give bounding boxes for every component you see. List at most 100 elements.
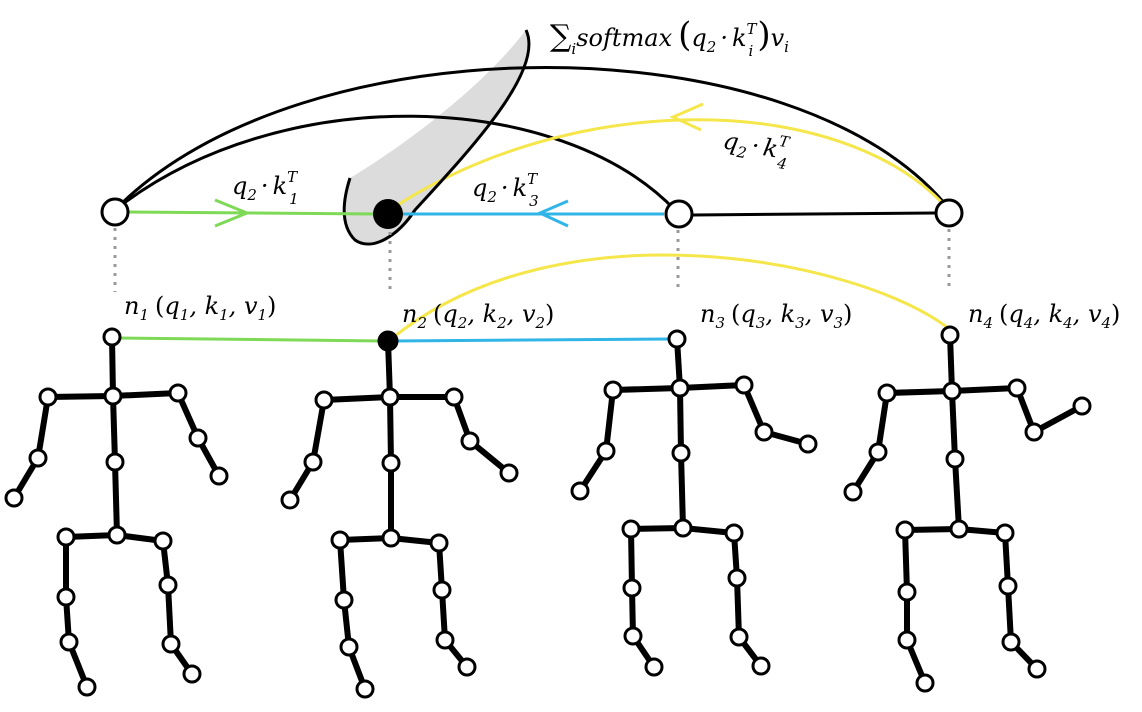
skeleton-joint	[56, 587, 76, 607]
skeleton-joint	[432, 580, 452, 600]
arc-yellow-n4-n2	[389, 118, 949, 212]
skeleton-joint	[182, 664, 202, 684]
skeleton-bone	[902, 527, 910, 595]
skeleton-joint	[897, 630, 917, 650]
skeleton-bone	[734, 575, 742, 640]
edge-blue-bottom	[391, 337, 671, 343]
skeleton-joint	[330, 530, 350, 550]
skeleton-2-head-node	[377, 330, 399, 352]
skeleton-joint	[670, 378, 690, 398]
skeleton-joint	[339, 637, 359, 657]
skeleton-bone	[678, 450, 686, 531]
skeleton-joint	[107, 525, 127, 545]
skeleton-bone	[109, 334, 116, 399]
skeleton-1-head-node	[102, 327, 122, 347]
edge-green-top	[126, 210, 377, 216]
dotted-guides	[113, 228, 951, 292]
skeleton-joint	[734, 375, 754, 395]
skeleton-joint	[153, 531, 173, 551]
skeleton-bone	[337, 537, 347, 603]
skeleton-bone	[610, 385, 683, 393]
skeleton-joint	[673, 518, 693, 538]
skeleton-joint	[1072, 396, 1092, 416]
skeleton-joint	[103, 386, 123, 406]
skeleton-bone	[949, 388, 958, 462]
skeleton-bone	[387, 394, 394, 466]
edge-black-top	[692, 211, 936, 217]
skeleton-bone	[884, 388, 955, 396]
skeleton-joint	[499, 463, 519, 483]
skeleton-3-head-node	[667, 329, 687, 349]
top-node-3	[664, 199, 694, 229]
skeleton-bone	[677, 382, 747, 391]
skeleton-bone	[165, 582, 174, 647]
skeleton-joint	[623, 626, 643, 646]
skeleton-joint	[942, 381, 962, 401]
skeleton-joint	[444, 387, 464, 407]
skeleton-joint	[915, 673, 935, 693]
skeleton-joint	[603, 380, 623, 400]
node-label-2: n2(q2, k2, v2)	[402, 300, 554, 332]
attention-outline	[342, 29, 531, 246]
skeleton-joint	[949, 519, 969, 539]
skeleton-joint	[1024, 422, 1044, 442]
skeleton-joint	[188, 428, 208, 448]
skeleton-bone	[949, 385, 1020, 394]
yellow-arrow-head	[669, 102, 704, 132]
skeleton-joint	[161, 634, 181, 654]
skeleton-joint	[105, 452, 125, 472]
skeleton-joint	[945, 449, 965, 469]
skeleton-joint	[77, 677, 97, 697]
skeleton-joint	[38, 387, 58, 407]
skeleton-bone	[110, 390, 181, 399]
arc-n1-n3	[114, 114, 677, 212]
skeleton-joint	[998, 576, 1018, 596]
skeleton-joint	[355, 679, 375, 699]
skeleton-joint	[381, 528, 401, 548]
skeleton-joint	[596, 441, 616, 461]
skeleton-joint	[798, 434, 818, 454]
skeleton-bone	[321, 394, 393, 403]
skeleton-joint	[843, 482, 863, 502]
skeleton-joint	[158, 575, 178, 595]
skeletons	[4, 325, 1092, 699]
skeleton-bone	[110, 393, 118, 465]
skeleton-joint	[895, 520, 915, 540]
skeleton-joint	[729, 627, 749, 647]
skeleton-joint	[380, 387, 400, 407]
skeleton-joint	[314, 390, 334, 410]
blue-arrow-head	[536, 199, 569, 228]
edge-yellow-bottom	[389, 253, 949, 342]
skeleton-bone	[875, 390, 890, 455]
skeleton-joint	[209, 466, 229, 486]
skeleton-joint	[1001, 632, 1021, 652]
node-label-4: n4(q4, k4, v4)	[968, 300, 1120, 332]
skeleton-joint	[4, 488, 24, 508]
skeleton-joint	[751, 656, 771, 676]
skeleton-joint	[727, 568, 747, 588]
skeleton-joint	[28, 448, 48, 468]
skeleton-joint	[671, 443, 691, 463]
node-label-3: n3(q3, k3, v3)	[700, 300, 852, 332]
skeleton-bone	[112, 459, 120, 538]
skeleton-joint	[995, 523, 1015, 543]
skeleton-bone	[628, 526, 635, 591]
skeleton-joint	[381, 453, 401, 473]
skeleton-bone	[45, 393, 116, 400]
node-label-1: n1(q1, k1, v1)	[124, 292, 276, 324]
attention-shade	[344, 30, 530, 245]
skeleton-joint	[621, 519, 641, 539]
skeleton-joint	[429, 533, 449, 553]
skeleton-joint	[457, 657, 477, 677]
arc-n1-n4	[113, 66, 952, 212]
skeleton-joint	[570, 481, 590, 501]
skeleton-4-head-node	[940, 325, 960, 345]
skeleton-bone	[952, 456, 962, 532]
skeleton-joint	[460, 431, 480, 451]
top-node-4	[934, 198, 964, 228]
top-node-2	[373, 199, 403, 229]
